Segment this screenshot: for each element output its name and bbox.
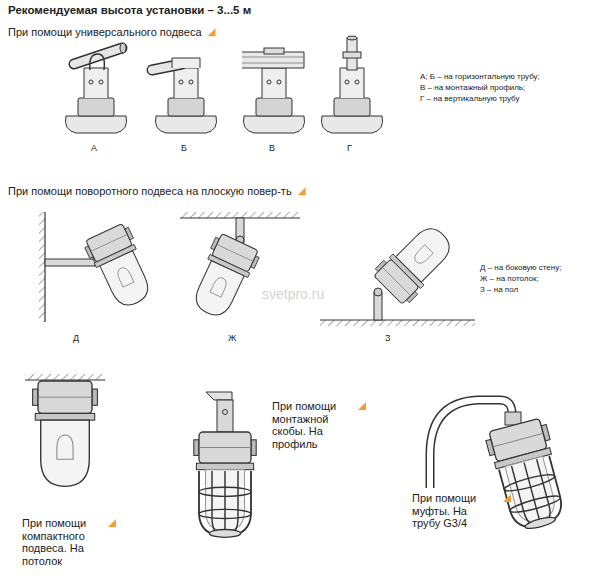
legend-note: Ж – на потолок;	[480, 274, 539, 283]
figure-letter: З	[385, 333, 390, 343]
mount-caption: При помощи монтажной скобы. На профиль	[272, 400, 352, 451]
page-title: Рекомендуемая высота установки – 3...5 м	[8, 4, 251, 17]
section-heading: При помощи универсального подвеса	[8, 26, 202, 39]
legend-note: А; Б – на горизонтальную трубу;	[420, 72, 540, 81]
legend-note: Г – на вертикальную трубу	[420, 94, 519, 103]
figure-letter: Д	[73, 333, 79, 343]
orange-marker	[108, 519, 116, 527]
legend-note: Д – на боковую стену;	[480, 263, 561, 272]
mount-caption: При помощи муфты. На трубу G3/4	[412, 492, 497, 530]
watermark: svetpro.ru	[262, 286, 324, 302]
figure-letter: Ж	[228, 333, 236, 343]
legend-note: З – на пол	[480, 285, 518, 294]
orange-marker	[208, 28, 216, 36]
figure-letter: А	[91, 143, 97, 153]
mount-caption: При помощи компактного подвеса. На потол…	[22, 517, 102, 568]
section-heading: При помощи поворотного подвеса на плоску…	[8, 185, 292, 198]
orange-marker	[503, 494, 511, 502]
legend-note: В – на монтажный профиль;	[420, 83, 525, 92]
figure-letter: В	[269, 143, 275, 153]
figure-letter: Б	[181, 143, 187, 153]
figure-letter: Г	[347, 143, 352, 153]
orange-marker	[298, 187, 306, 195]
orange-marker	[358, 402, 366, 410]
